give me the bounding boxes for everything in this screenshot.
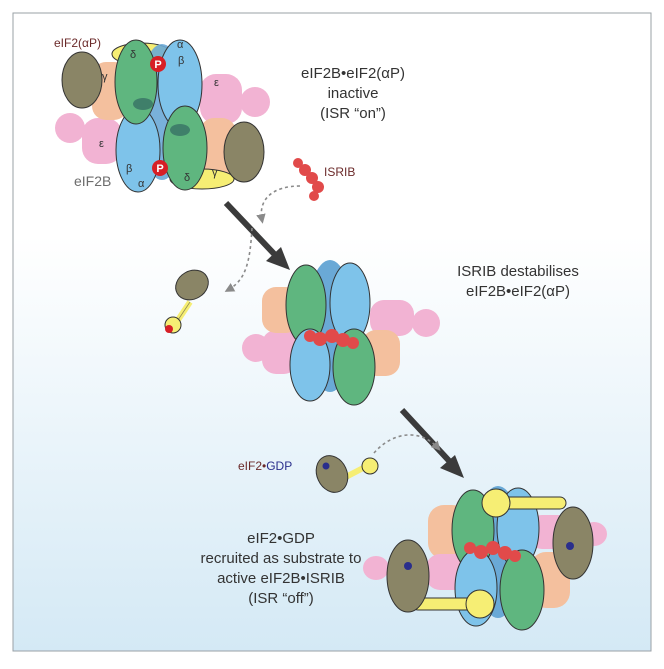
caption-2-line-2: eIF2B•eIF2(αP) xyxy=(466,283,570,300)
eif2-olive-left-3 xyxy=(386,539,430,613)
subunit-delta-lower: δ xyxy=(184,172,190,184)
caption-1-line-2: inactive xyxy=(328,85,379,102)
subunit-epsilon-left: ε xyxy=(99,138,104,150)
dotted-path-release xyxy=(224,227,253,292)
eif2-gamma-right xyxy=(223,121,265,183)
caption-3-line-4: (ISR “off”) xyxy=(248,590,314,607)
caption-3-line-1: eIF2•GDP xyxy=(247,530,315,547)
complex-inactive: P P α δ β γ ε ε β α δ γ eIF2(αP) eIF2B xyxy=(54,36,270,193)
subunit-beta-upper: β xyxy=(178,55,184,67)
dotted-path-recruit xyxy=(373,434,441,454)
phospho-marker-lower xyxy=(152,160,168,176)
complex-destabilised xyxy=(242,260,440,406)
phospho-marker-upper xyxy=(150,56,166,72)
isrib-molecule xyxy=(293,158,324,201)
caption-3-line-2: recruited as substrate to xyxy=(201,550,362,567)
eif2-olive-right-3 xyxy=(552,506,594,580)
epsilon-right xyxy=(200,74,242,124)
eif2-yellow-ball-upper-3 xyxy=(481,488,511,518)
caption-2-line-1: ISRIB destabilises xyxy=(457,263,579,280)
phospho-label-upper: P xyxy=(154,59,161,71)
isrib-bound-2 xyxy=(304,329,359,349)
dotted-path-isrib xyxy=(256,185,301,224)
released-eif2-alphaP xyxy=(164,269,209,334)
epsilon-left-2 xyxy=(262,330,298,374)
caption-state-2: ISRIB destabilises eIF2B•eIF2(αP) xyxy=(457,263,579,300)
caption-1-line-1: eIF2B•eIF2(αP) xyxy=(301,65,405,82)
epsilon-right-2 xyxy=(370,300,414,336)
blue-lower-2 xyxy=(289,328,331,402)
eif2-yellow-ball-lower-3 xyxy=(465,589,495,619)
green-lower-2 xyxy=(332,328,376,406)
label-eif2-prefix: eIF2• xyxy=(238,459,266,473)
subunit-delta-upper: δ xyxy=(130,49,136,61)
core-bit-1 xyxy=(133,98,153,110)
free-eif2-gdp xyxy=(315,455,379,493)
green-lower-3 xyxy=(499,549,545,631)
isrib-bound-3 xyxy=(464,541,521,562)
subunit-alpha-lower: α xyxy=(138,178,145,190)
gdp-dot-left xyxy=(404,562,412,570)
arrow-step-2 xyxy=(399,407,464,478)
phospho-label-lower: P xyxy=(156,163,163,175)
subunit-gamma-upper: γ xyxy=(102,71,108,83)
epsilon-left xyxy=(82,118,122,164)
complex-active xyxy=(363,486,607,631)
subunit-beta-lower: β xyxy=(126,163,132,175)
caption-1-line-3: (ISR “on”) xyxy=(320,105,386,122)
subunit-alpha-upper: α xyxy=(177,39,184,51)
subunit-epsilon-right: ε xyxy=(214,77,219,89)
label-eif2-gdp: eIF2•GDP xyxy=(238,459,292,473)
core-bit-2 xyxy=(170,124,190,136)
eif2-gamma-left xyxy=(61,51,103,109)
epsilon-bulb-left xyxy=(55,113,85,143)
epsilon-bulb-right-2 xyxy=(412,309,440,337)
caption-state-1: eIF2B•eIF2(αP) inactive (ISR “on”) xyxy=(301,65,405,122)
label-eif2-alphaP: eIF2(αP) xyxy=(54,36,101,50)
caption-state-3: eIF2•GDP recruited as substrate to activ… xyxy=(201,530,362,607)
gdp-dot-right xyxy=(566,542,574,550)
epsilon-bulb-left-3 xyxy=(363,556,389,580)
label-isrib: ISRIB xyxy=(324,165,355,179)
label-eif2b: eIF2B xyxy=(74,173,111,189)
epsilon-bulb-right xyxy=(240,87,270,117)
label-gdp: GDP xyxy=(266,459,292,473)
caption-3-line-3: active eIF2B•ISRIB xyxy=(217,570,345,587)
subunit-gamma-lower: γ xyxy=(212,167,218,179)
